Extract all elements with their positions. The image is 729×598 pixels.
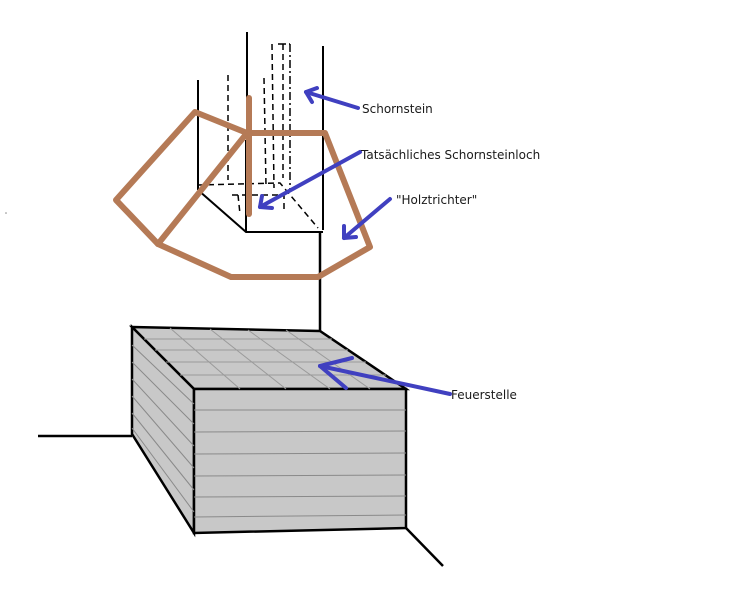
arrow-hole [258,150,362,210]
arrow-fireplace [318,356,452,396]
arrow-funnel [342,197,392,240]
chimney [197,32,324,282]
funnel-outer-shape [113,109,373,280]
label-chimney: Schornstein [362,102,433,116]
fireplace-front-lines [193,409,407,518]
fireplace-left-lines [131,344,195,513]
label-chimney-hole: Tatsächliches Schornsteinloch [361,148,541,162]
arrow-chimney [304,86,360,110]
fireplace-block [38,282,444,567]
wooden-funnel [113,95,373,280]
floor-line-right [405,527,444,567]
fireplace-top-grid [144,327,386,390]
funnel-diagonal [155,130,250,247]
fireplace-front-face [192,387,408,535]
label-fireplace: Feuerstelle [451,388,517,402]
annotation-arrows [258,86,452,396]
chimney-dashdot-lines [278,43,291,192]
label-wooden-funnel: "Holztrichter" [396,193,478,207]
stray-dot [5,212,7,214]
